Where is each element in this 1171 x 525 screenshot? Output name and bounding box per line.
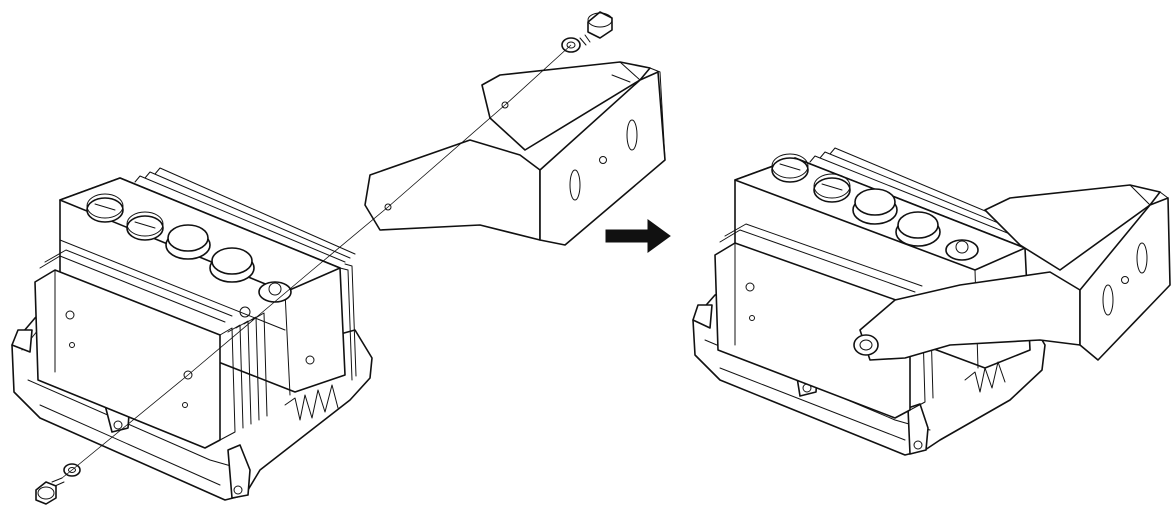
foot-right	[227, 444, 251, 499]
exploded-view	[11, 11, 666, 505]
top-controls	[86, 193, 292, 303]
assembled-view	[692, 147, 1171, 456]
bracket-upper-arm	[481, 61, 651, 151]
pivot-screw	[853, 334, 879, 356]
device-housing-left	[11, 167, 373, 501]
bracket-arm	[364, 139, 541, 241]
attached-bracket	[853, 184, 1171, 361]
bracket-slot-1	[569, 169, 581, 201]
mounting-bracket	[364, 61, 666, 246]
bottom-screw	[35, 463, 81, 505]
foot-left	[11, 329, 33, 353]
assembly-axis	[71, 44, 572, 471]
fin-comb	[284, 384, 339, 421]
right-arrow-icon	[605, 219, 671, 253]
heat-fins-back	[134, 167, 357, 381]
bracket-slot-2	[626, 119, 638, 151]
